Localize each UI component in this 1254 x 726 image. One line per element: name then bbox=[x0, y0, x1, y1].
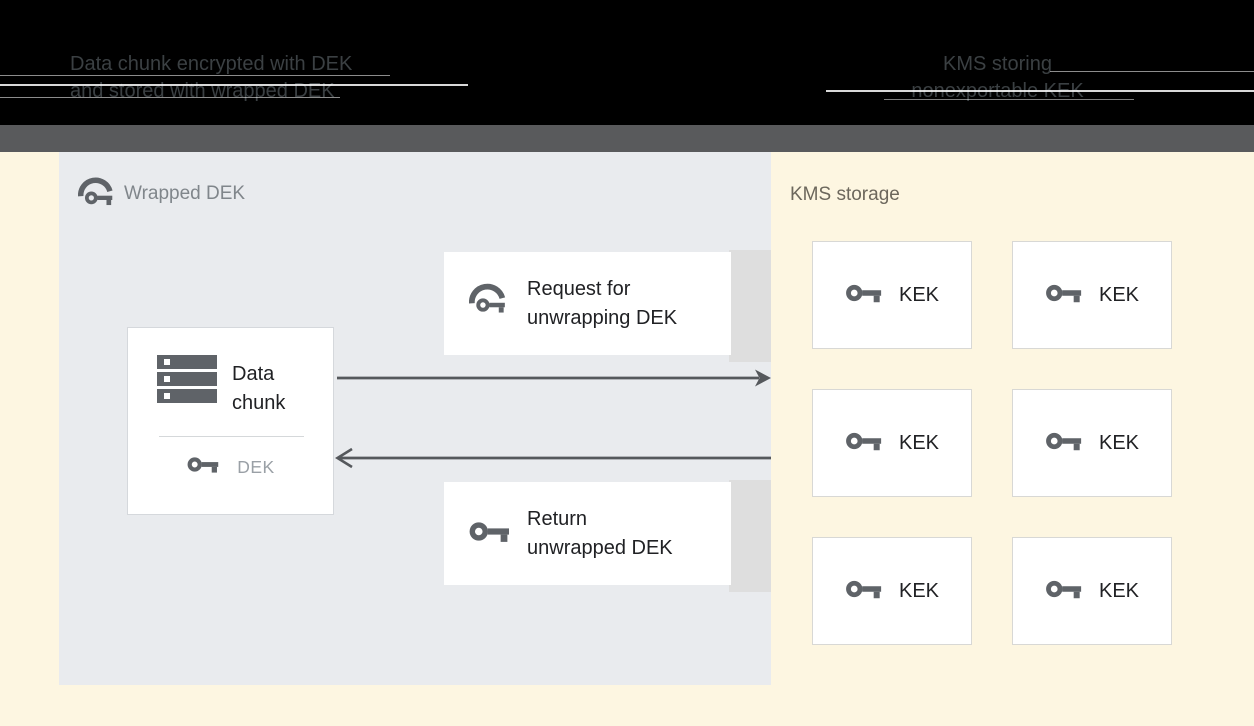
gray-toolbar-band bbox=[0, 125, 1254, 152]
header-artifact-line bbox=[0, 97, 340, 98]
divider bbox=[159, 436, 304, 437]
header-artifact-line bbox=[1050, 71, 1254, 72]
key-icon bbox=[1045, 429, 1087, 458]
data-chunk-title: Data chunk bbox=[232, 363, 286, 414]
header-artifact-line bbox=[884, 99, 1134, 100]
header-artifact-line bbox=[0, 75, 390, 76]
kek-label: KEK bbox=[898, 431, 940, 454]
key-icon bbox=[1045, 577, 1087, 606]
page-header: Data chunk encrypted with DEK and stored… bbox=[0, 0, 1254, 125]
kek-box: KEK bbox=[812, 389, 972, 497]
caption-line: and stored with wrapped DEK bbox=[70, 80, 335, 102]
dek-row: DEK bbox=[128, 454, 333, 480]
return-unwrapped-dek-box: Return unwrapped DEK bbox=[444, 482, 731, 585]
kek-box: KEK bbox=[812, 537, 972, 645]
key-icon bbox=[845, 281, 887, 310]
key-icon bbox=[186, 454, 224, 480]
data-stack-icon bbox=[157, 355, 217, 408]
wrapped-key-icon bbox=[77, 176, 122, 217]
kek-box: KEK bbox=[1012, 537, 1172, 645]
header-artifact-line bbox=[826, 90, 1254, 92]
kek-label: KEK bbox=[1098, 431, 1140, 454]
return-box-label: Return unwrapped DEK bbox=[527, 507, 673, 559]
key-icon bbox=[845, 577, 887, 606]
return-box-shadow bbox=[729, 480, 771, 592]
request-box-label: Request for unwrapping DEK bbox=[527, 277, 678, 329]
kek-box: KEK bbox=[1012, 389, 1172, 497]
kek-label: KEK bbox=[1098, 579, 1140, 602]
right-header-caption: KMS storing nonexportable KEK bbox=[825, 51, 1170, 105]
kek-label: KEK bbox=[898, 579, 940, 602]
kek-label: KEK bbox=[898, 283, 940, 306]
data-chunk-box: Data chunk DEK bbox=[127, 327, 334, 515]
key-icon bbox=[845, 429, 887, 458]
wrapped-dek-label: Wrapped DEK bbox=[124, 183, 246, 204]
request-unwrapping-dek-box: Request for unwrapping DEK bbox=[444, 252, 731, 355]
kek-box: KEK bbox=[1012, 241, 1172, 349]
kek-label: KEK bbox=[1098, 283, 1140, 306]
caption-line: Data chunk encrypted with DEK bbox=[70, 53, 353, 75]
caption-line: KMS storing bbox=[943, 53, 1052, 75]
wrapped-key-icon bbox=[468, 282, 515, 325]
kms-storage-label: KMS storage bbox=[790, 184, 900, 205]
header-artifact-line bbox=[0, 84, 468, 86]
kek-box: KEK bbox=[812, 241, 972, 349]
key-icon bbox=[1045, 281, 1087, 310]
request-box-shadow bbox=[729, 250, 771, 362]
dek-label: DEK bbox=[237, 456, 275, 477]
key-icon bbox=[469, 518, 515, 550]
